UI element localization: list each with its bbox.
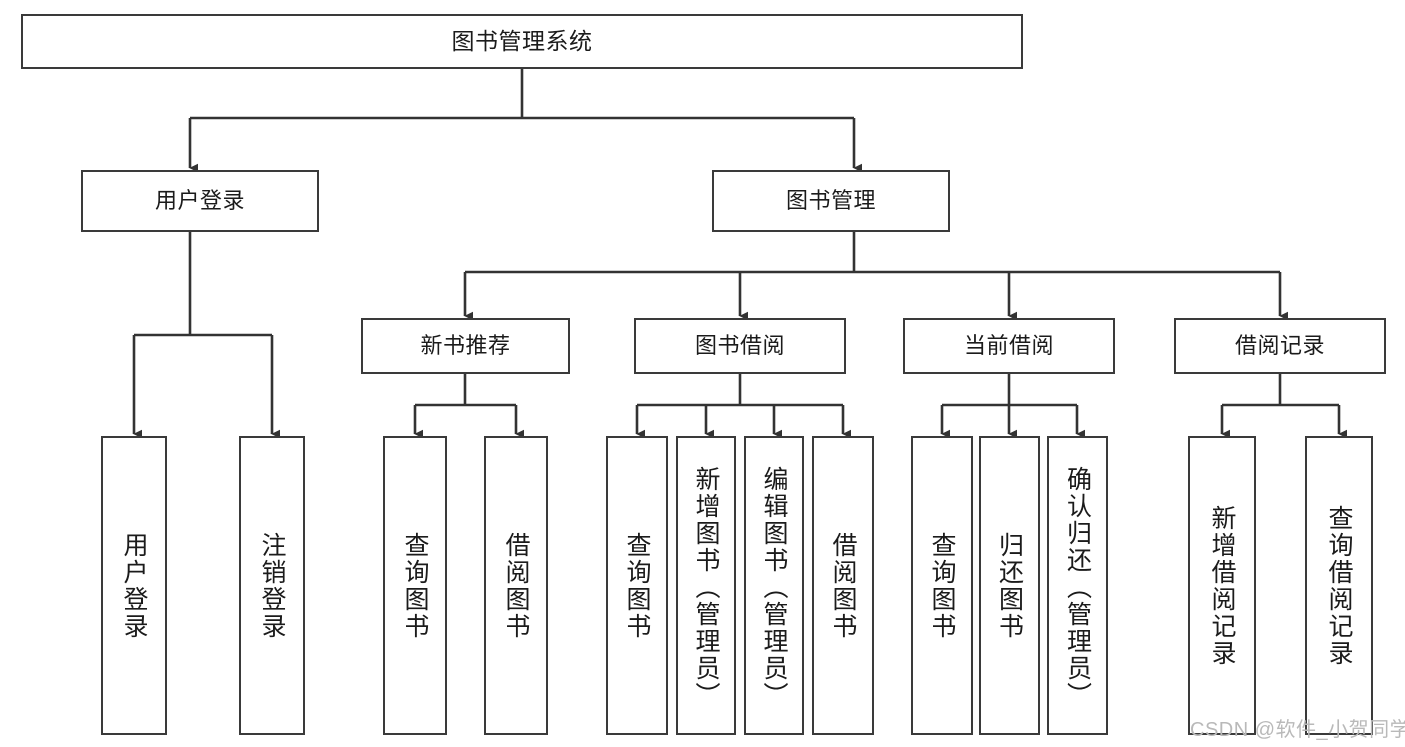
node-book-borrow-label: 图书借阅 <box>694 332 785 358</box>
node-new-book-recommend-label: 新书推荐 <box>420 332 511 358</box>
node-user-login[interactable]: 用户登录 <box>81 170 319 232</box>
node-leaf-logout[interactable]: 注销登录 <box>239 436 305 735</box>
node-book-management[interactable]: 图书管理 <box>712 170 950 232</box>
node-leaf-query-book-borrow-label: 查询图书 <box>623 531 651 640</box>
node-root-label: 图书管理系统 <box>451 27 593 54</box>
node-current-borrow-label: 当前借阅 <box>963 332 1054 358</box>
node-leaf-borrow-book-recommend[interactable]: 借阅图书 <box>484 436 548 735</box>
node-leaf-query-book-recommend[interactable]: 查询图书 <box>383 436 447 735</box>
node-book-management-label: 图书管理 <box>785 187 876 213</box>
node-leaf-user-login-label: 用户登录 <box>120 531 148 640</box>
node-leaf-query-book-recommend-label: 查询图书 <box>401 531 429 640</box>
node-leaf-query-borrow-record-label: 查询借阅记录 <box>1325 504 1353 667</box>
node-leaf-add-book-admin[interactable]: 新增图书（管理员） <box>676 436 736 735</box>
node-leaf-edit-book-admin[interactable]: 编辑图书（管理员） <box>744 436 804 735</box>
node-leaf-query-book-borrow[interactable]: 查询图书 <box>606 436 668 735</box>
node-current-borrow[interactable]: 当前借阅 <box>903 318 1115 374</box>
node-leaf-add-borrow-record-label: 新增借阅记录 <box>1208 504 1236 667</box>
node-leaf-query-book-current-label: 查询图书 <box>928 531 956 640</box>
node-new-book-recommend[interactable]: 新书推荐 <box>361 318 570 374</box>
node-leaf-borrow-book[interactable]: 借阅图书 <box>812 436 874 735</box>
node-leaf-query-book-current[interactable]: 查询图书 <box>911 436 973 735</box>
node-leaf-query-borrow-record[interactable]: 查询借阅记录 <box>1305 436 1373 735</box>
node-leaf-add-book-admin-label: 新增图书（管理员） <box>692 466 720 709</box>
node-user-login-label: 用户登录 <box>154 187 245 213</box>
node-borrow-record-label: 借阅记录 <box>1234 332 1325 358</box>
node-leaf-user-login[interactable]: 用户登录 <box>101 436 167 735</box>
node-leaf-add-borrow-record[interactable]: 新增借阅记录 <box>1188 436 1256 735</box>
node-leaf-borrow-book-recommend-label: 借阅图书 <box>502 531 530 640</box>
node-leaf-return-book[interactable]: 归还图书 <box>979 436 1040 735</box>
csdn-watermark: CSDN @软件_小贺同学 <box>1190 719 1405 741</box>
node-leaf-edit-book-admin-label: 编辑图书（管理员） <box>760 466 788 709</box>
node-leaf-logout-label: 注销登录 <box>258 531 286 640</box>
node-leaf-confirm-return-admin[interactable]: 确认归还（管理员） <box>1047 436 1108 735</box>
node-leaf-return-book-label: 归还图书 <box>995 531 1024 640</box>
node-book-borrow[interactable]: 图书借阅 <box>634 318 846 374</box>
node-root-book-management-system[interactable]: 图书管理系统 <box>21 14 1023 69</box>
node-leaf-confirm-return-admin-label: 确认归还（管理员） <box>1063 466 1092 709</box>
node-borrow-record[interactable]: 借阅记录 <box>1174 318 1386 374</box>
node-leaf-borrow-book-label: 借阅图书 <box>829 531 857 640</box>
